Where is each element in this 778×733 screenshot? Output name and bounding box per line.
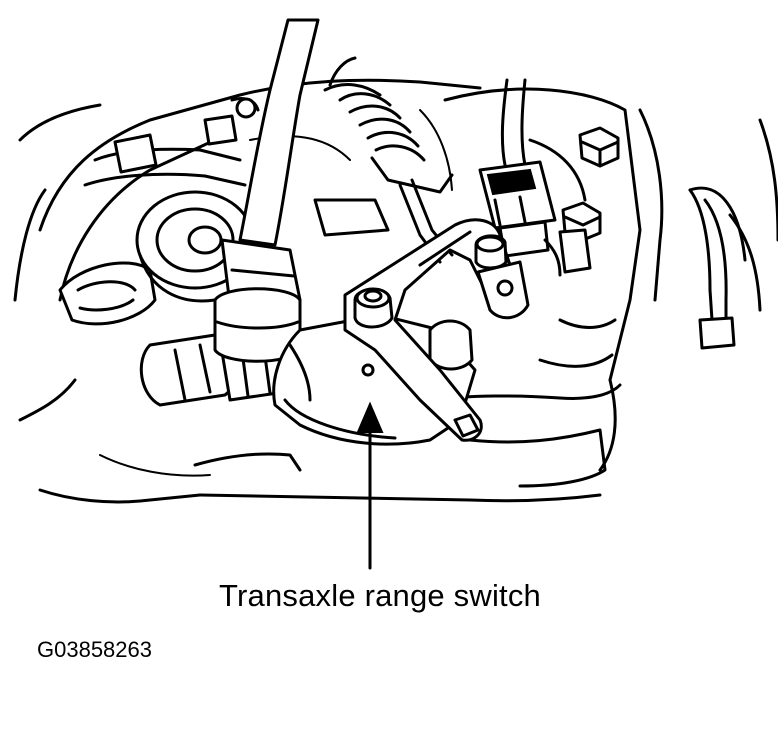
vent-hose [213,18,320,363]
mounting-bolts [543,126,620,277]
wire-harness-left [18,96,260,422]
transaxle-range-switch [272,313,477,446]
shift-cable-boot [313,56,454,264]
lever-nuts [353,234,508,438]
transaxle-range-switch-label: Transaxle range switch [219,578,541,613]
callout-arrow [356,401,384,570]
figure-id: G03858263 [37,637,152,662]
electrical-connector [478,78,557,258]
wire-right [688,188,736,350]
manual-shift-lever [343,218,530,442]
